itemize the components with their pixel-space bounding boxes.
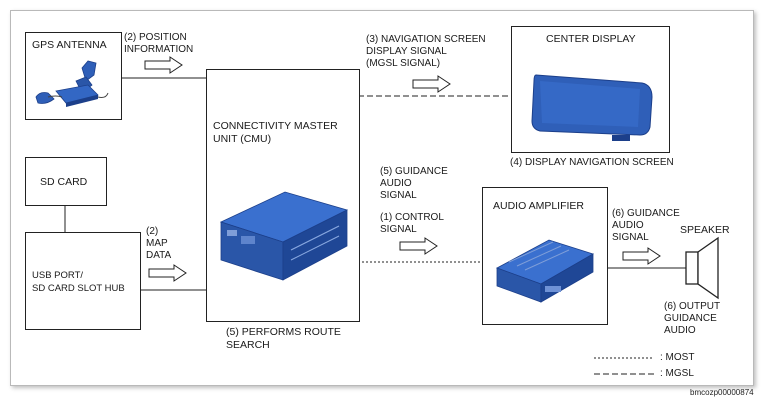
gps-antenna-image [35, 60, 109, 107]
arrow-icon [622, 247, 661, 265]
audio-amplifier-title: AUDIO AMPLIFIER [493, 200, 585, 212]
speaker-icon [685, 236, 719, 300]
usb-hub-box: USB PORT/ SD CARD SLOT HUB [25, 232, 141, 330]
nav-signal-label: (3) NAVIGATION SCREEN DISPLAY SIGNAL (MG… [366, 34, 486, 69]
usb-hub-title: USB PORT/ SD CARD SLOT HUB [32, 270, 125, 294]
display-nav-label: (4) DISPLAY NAVIGATION SCREEN [510, 157, 674, 168]
audio-amplifier-box: AUDIO AMPLIFIER [482, 187, 608, 325]
arrow-icon [399, 237, 438, 255]
gps-antenna-title: GPS ANTENNA [32, 39, 107, 51]
position-info-label: (2) POSITION INFORMATION [124, 32, 194, 55]
map-data-label: (2) MAP DATA [146, 226, 172, 261]
performs-route-label: (5) PERFORMS ROUTE SEARCH [226, 326, 341, 351]
speaker-label: SPEAKER [680, 224, 730, 236]
legend-mgsl-label: : MGSL [660, 368, 694, 379]
guidance-audio-signal-label: (5) GUIDANCE AUDIO SIGNAL [380, 166, 448, 201]
image-code: bmcozp00000874 [690, 388, 754, 397]
amp-guidance-label: (6) GUIDANCE AUDIO SIGNAL [612, 208, 680, 243]
cmu-box: CONNECTIVITY MASTER UNIT (CMU) [206, 69, 360, 322]
center-display-image [531, 74, 653, 141]
center-display-box: CENTER DISPLAY [511, 26, 670, 153]
sd-card-box: SD CARD [25, 157, 107, 206]
cmu-unit-image [219, 191, 349, 281]
arrow-icon [144, 56, 183, 74]
control-signal-label: (1) CONTROL SIGNAL [380, 212, 444, 235]
legend-most-label: : MOST [660, 352, 695, 363]
cmu-title: CONNECTIVITY MASTER UNIT (CMU) [213, 120, 338, 145]
center-display-title: CENTER DISPLAY [546, 33, 636, 45]
sd-card-title: SD CARD [40, 176, 88, 188]
audio-amplifier-image [496, 239, 594, 303]
output-guidance-label: (6) OUTPUT GUIDANCE AUDIO [664, 301, 721, 336]
arrow-icon [148, 264, 187, 282]
arrow-icon [412, 75, 451, 93]
gps-antenna-box: GPS ANTENNA [25, 32, 122, 120]
